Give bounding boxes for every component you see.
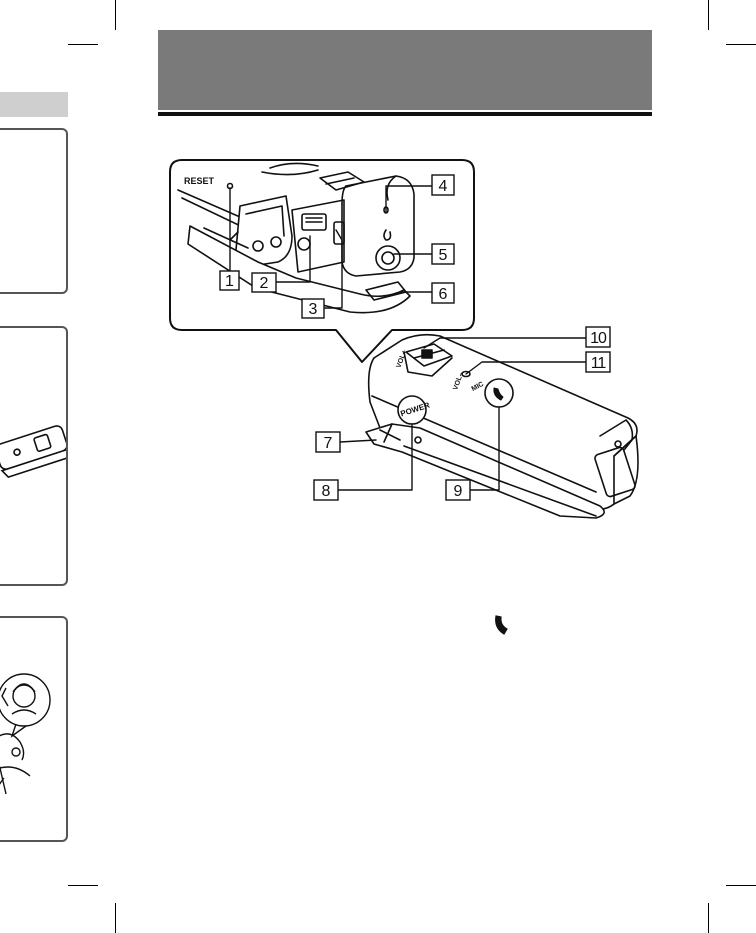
svg-text:5: 5 (439, 247, 448, 264)
callout-8: 8 (314, 480, 338, 500)
svg-text:6: 6 (439, 286, 448, 303)
callout-1: 1 (220, 271, 239, 290)
callout-9: 9 (446, 480, 470, 500)
handset-icon (496, 616, 507, 634)
callout-6: 6 (432, 283, 454, 303)
callout-3: 3 (302, 299, 324, 318)
callout-10: 10 (586, 327, 610, 347)
svg-text:3: 3 (309, 301, 318, 318)
reset-label: RESET (184, 176, 215, 186)
svg-text:7: 7 (324, 435, 333, 452)
svg-text:10: 10 (590, 330, 607, 347)
callout-5: 5 (432, 244, 454, 264)
svg-text:2: 2 (260, 275, 269, 292)
callout-2: 2 (252, 273, 276, 292)
svg-text:1: 1 (225, 273, 234, 290)
callout-4: 4 (432, 175, 454, 195)
callout-7: 7 (316, 432, 340, 452)
svg-text:11: 11 (591, 355, 607, 372)
svg-text:4: 4 (439, 178, 448, 195)
callout-11: 11 (586, 352, 610, 372)
svg-text:8: 8 (322, 483, 331, 500)
svg-text:9: 9 (454, 483, 463, 500)
